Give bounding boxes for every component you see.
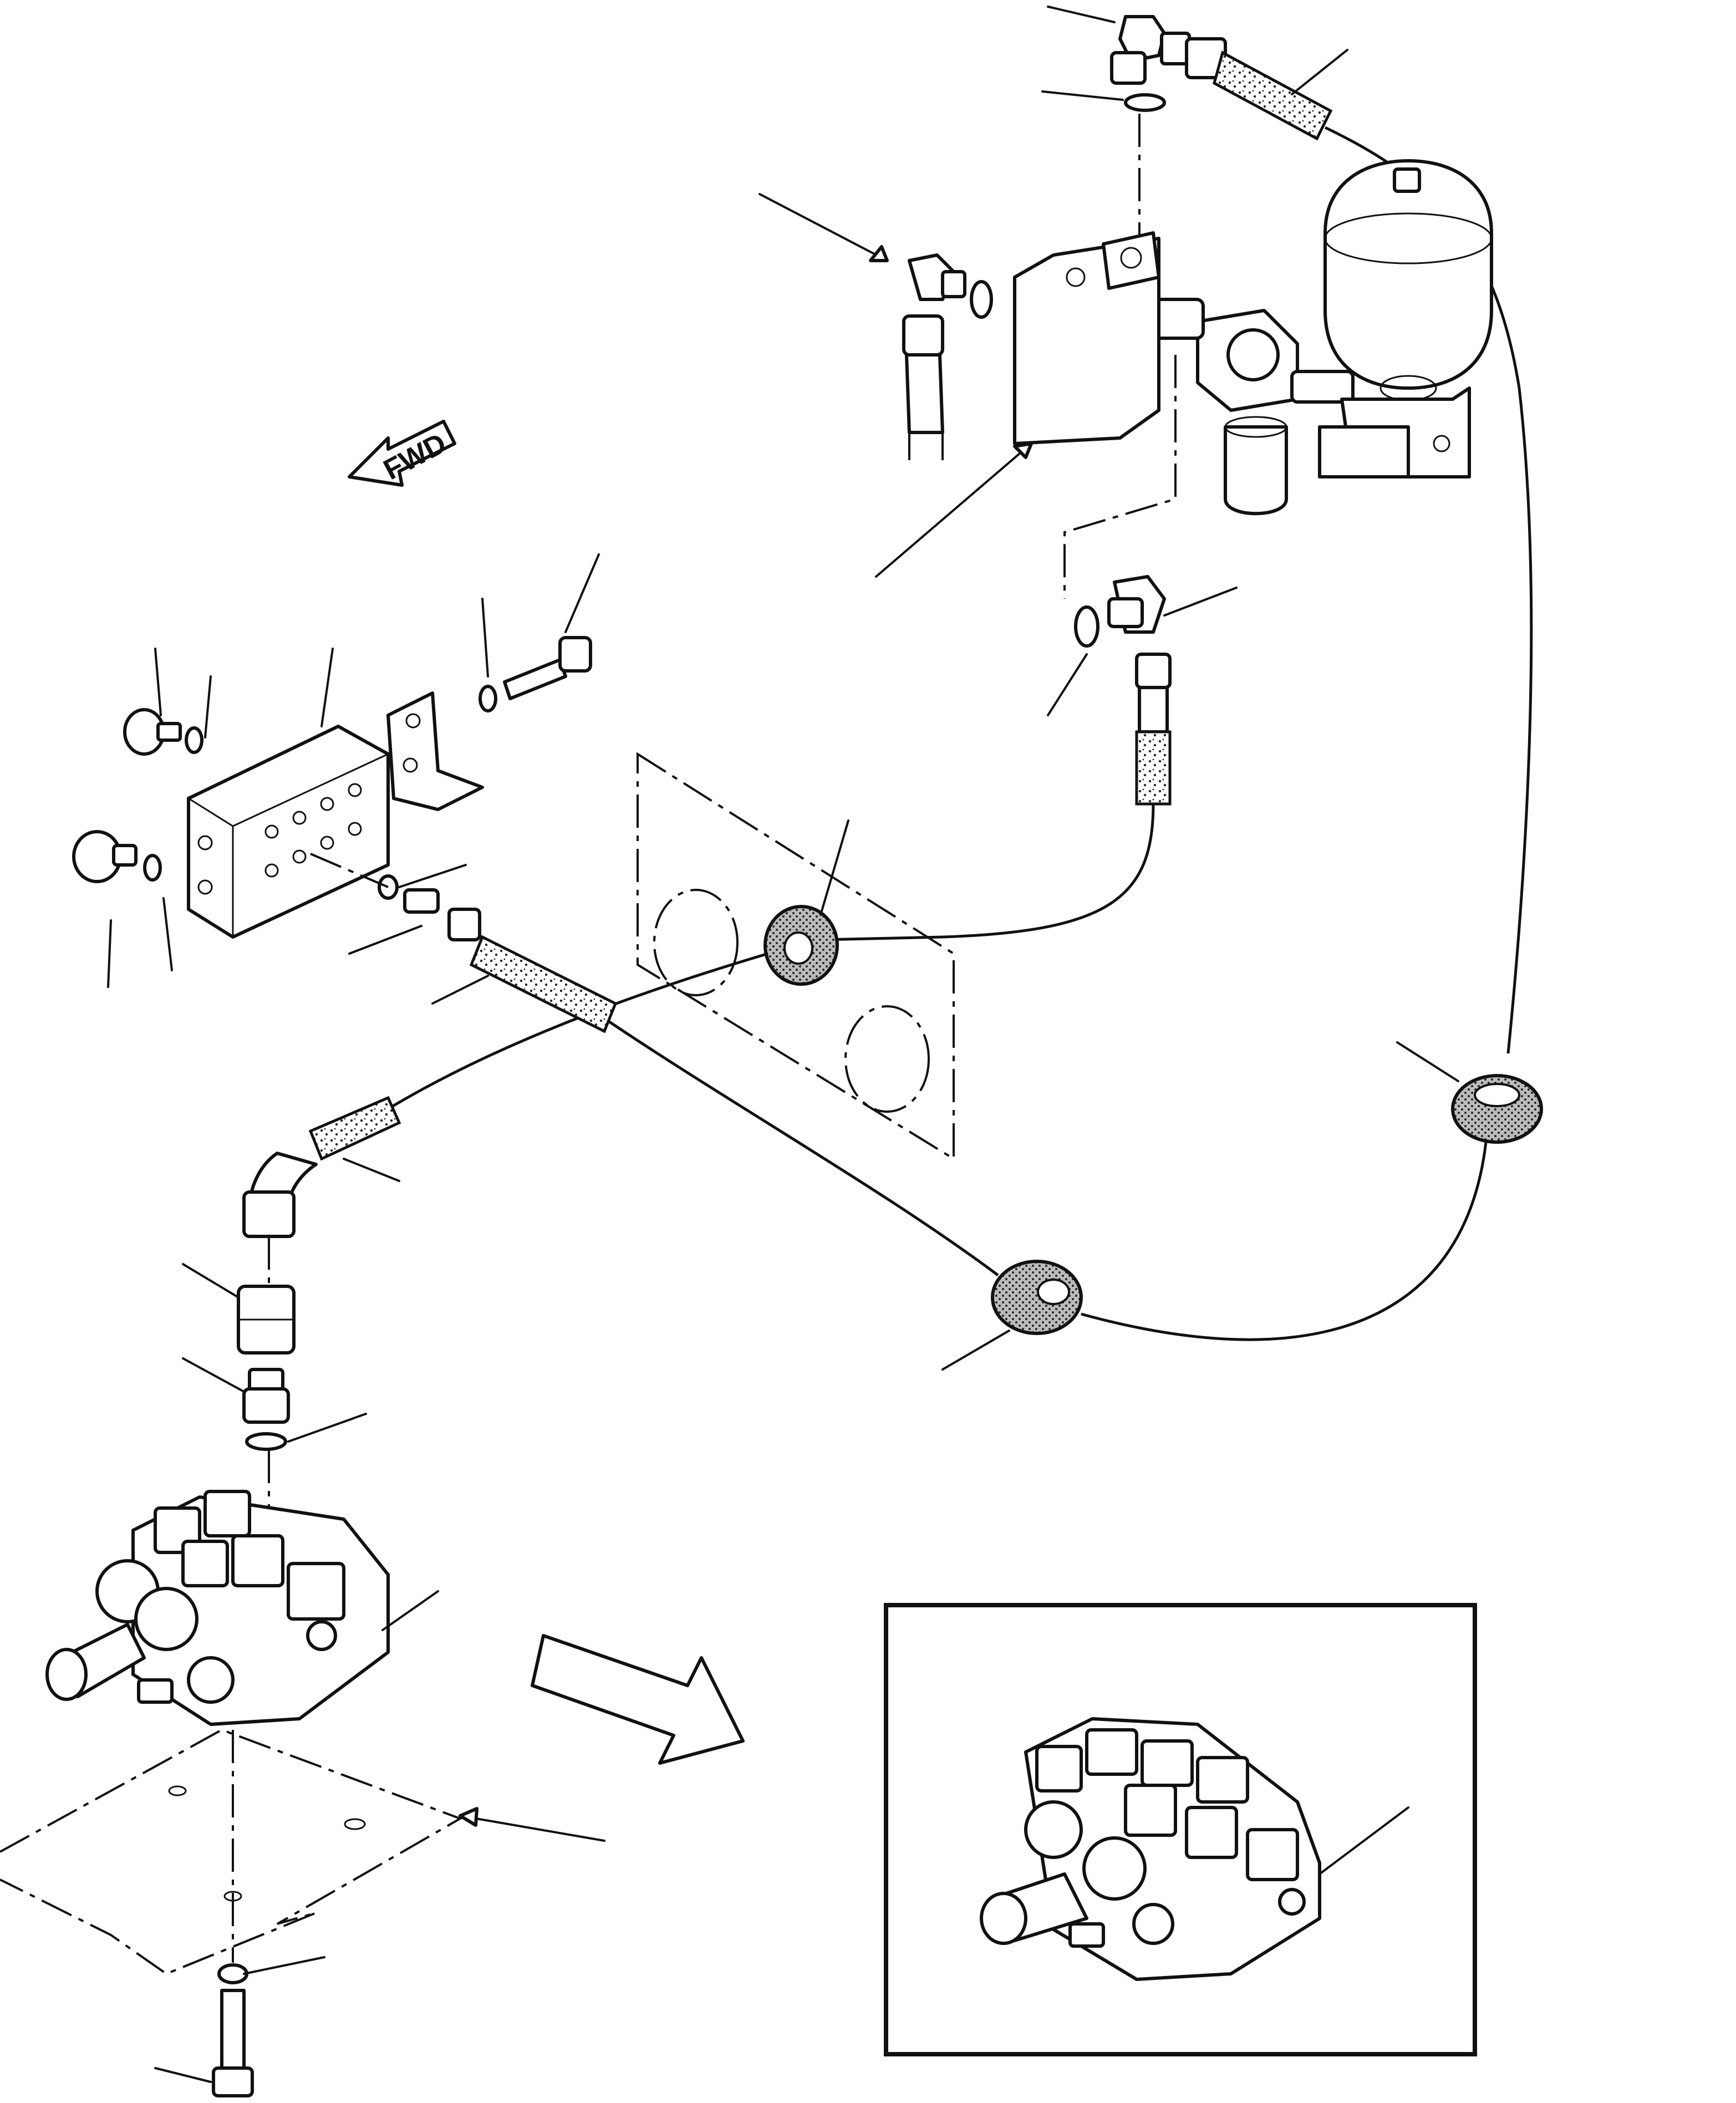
hose-elbow-end (242, 1096, 401, 1238)
mounting-bolt (212, 1963, 254, 2097)
hose-main (387, 952, 768, 1111)
centerline (310, 853, 389, 888)
detail-view-arrow (531, 1634, 745, 1765)
bulkhead-panel (637, 752, 955, 1161)
manifold-block (187, 725, 390, 939)
fwd-direction-arrow: FWD (348, 420, 456, 487)
grommet-right (1451, 1074, 1543, 1144)
mounting-plate (0, 1728, 463, 1975)
mid-elbow-fitting (820, 575, 1172, 941)
solenoid-valve-block (1013, 231, 1177, 599)
control-valve-bank (45, 1490, 390, 1726)
accumulator (1323, 159, 1493, 401)
plug-upper (123, 708, 203, 756)
leader-lines (107, 6, 1459, 2083)
hose-return (1081, 1142, 1488, 1341)
manifold-connector (378, 874, 618, 1033)
top-elbow-fitting (1110, 15, 1191, 112)
filter-assembly (1152, 298, 1471, 516)
valve-elbow-fitting (902, 253, 993, 460)
manifold-bracket (386, 691, 484, 811)
bracket-bolt (478, 636, 592, 712)
grommet-lower (991, 1260, 1083, 1335)
detail-inset (884, 1603, 1477, 2056)
adapter-fitting (237, 1285, 296, 1451)
hose-lower-run (598, 1013, 999, 1277)
plug-lower (72, 830, 162, 883)
grommet-upper (763, 905, 839, 986)
